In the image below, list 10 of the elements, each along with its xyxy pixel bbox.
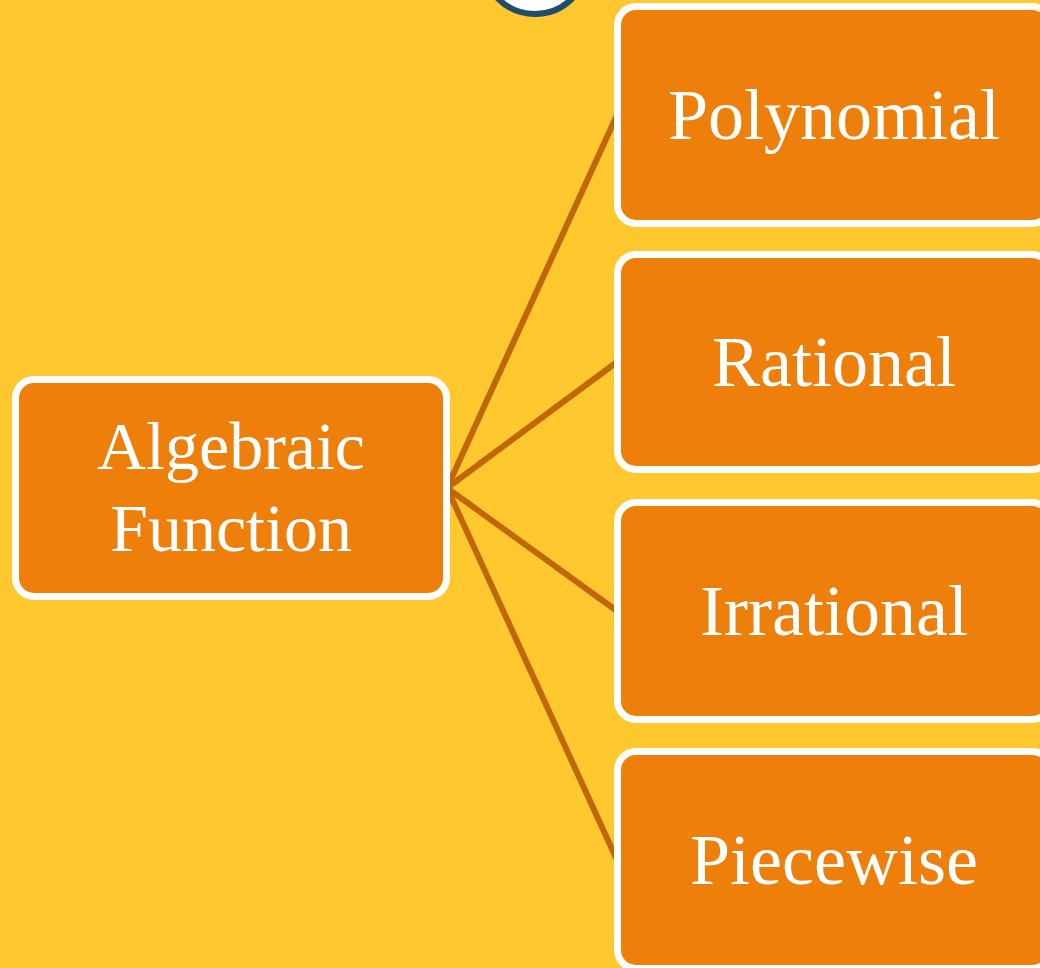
category-box	[614, 251, 1040, 473]
node-label: Piecewise	[690, 818, 978, 902]
node-label: Polynomial	[668, 73, 1000, 157]
node-label: Rational	[712, 320, 956, 404]
node-label: Irrational	[700, 569, 968, 653]
category-box	[12, 376, 450, 600]
node-label: Algebraic Function	[95, 407, 367, 568]
category-box	[614, 499, 1040, 723]
category-box	[614, 748, 1040, 968]
category-box	[614, 3, 1040, 227]
